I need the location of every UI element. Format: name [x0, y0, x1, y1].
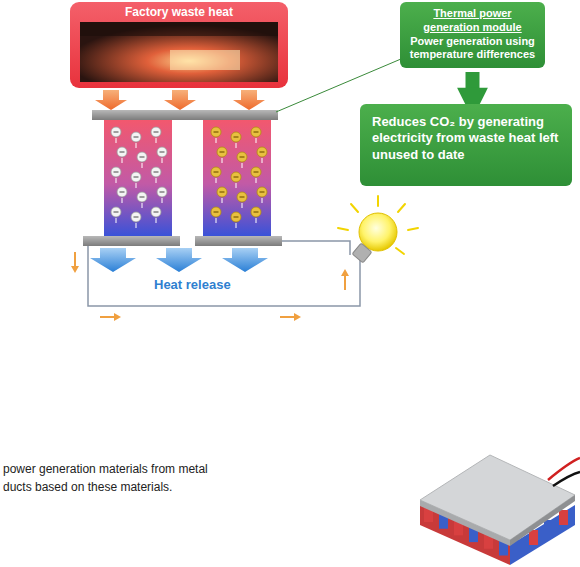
- flow-arrow: [466, 72, 480, 94]
- node-heading: Reduces CO₂ by generating electricity fr…: [372, 114, 560, 163]
- node-heading: Factory waste heat: [76, 5, 282, 20]
- circuit-wire: [88, 246, 360, 306]
- furnace-shadow: [80, 22, 278, 36]
- heat-release-arrows: [90, 248, 268, 272]
- furnace-photo: [80, 22, 278, 82]
- heat-release-label: Heat release: [154, 277, 231, 292]
- current-arrows: [71, 252, 349, 321]
- light-bulb: [338, 196, 418, 263]
- info-box: Reduces CO₂ by generating electricity fr…: [360, 104, 572, 186]
- charge-carriers: [111, 127, 267, 228]
- body-text: power generation materials from metal: [3, 462, 208, 476]
- circuit-wire: [282, 241, 350, 255]
- module-photo: [420, 455, 580, 565]
- cold-plate-left: [83, 236, 180, 246]
- heat-arrows: [95, 90, 265, 110]
- node-body: Power generation using temperature diffe…: [408, 35, 537, 63]
- body-text: ducts based on these materials.: [3, 480, 172, 494]
- node-heading: Thermal power generation module: [408, 7, 537, 35]
- cold-plate-right: [195, 236, 282, 246]
- info-box: Thermal power generation modulePower gen…: [400, 2, 545, 68]
- n-type-leg: [104, 120, 172, 236]
- p-type-leg: [203, 120, 271, 236]
- furnace-glow: [170, 50, 240, 70]
- heat-box-ground: [70, 2, 288, 88]
- heat-source-box: Factory waste heat: [70, 2, 288, 26]
- hot-plate: [92, 110, 278, 120]
